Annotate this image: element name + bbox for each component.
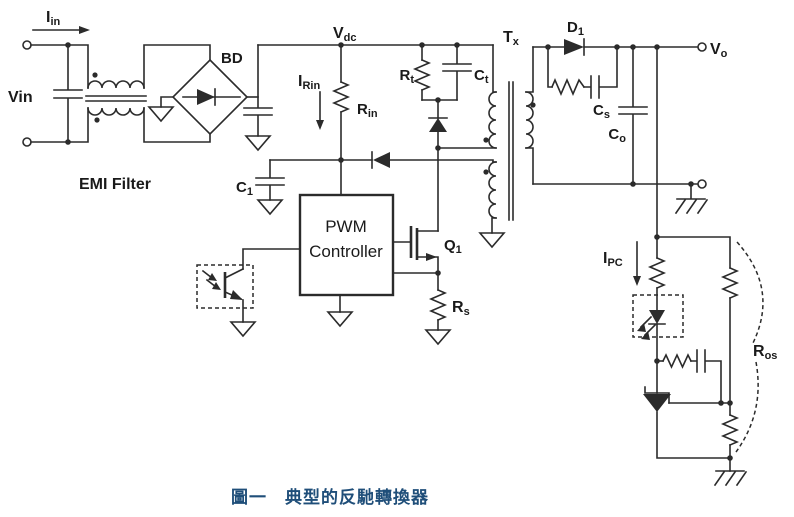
ros-brace-upper [736, 241, 764, 344]
rt-resistor-icon [412, 58, 432, 92]
ros-upper-resistor-icon [720, 266, 740, 300]
ground-opto-icon [229, 321, 257, 338]
input-capacitor [53, 44, 83, 143]
label-tx: Tx [503, 29, 520, 48]
ground-emi-icon [147, 106, 175, 123]
label-irin: IRin [298, 73, 320, 92]
secondary-winding-icon [525, 91, 534, 149]
ground-output-icon [674, 198, 709, 215]
transformer [478, 44, 536, 249]
label-ipc: IPC [603, 250, 623, 269]
label-iin: Iin [46, 9, 61, 28]
choke-phase-dot-bottom [94, 117, 100, 123]
rin-branch [316, 44, 351, 161]
irin-arrow-icon [316, 120, 324, 130]
opto-led-icon [649, 310, 665, 324]
primary-winding-icon [488, 91, 497, 149]
gnd-terminal [697, 179, 707, 189]
ground-c1-icon [256, 199, 284, 216]
light-out-arrow2-icon [641, 331, 650, 340]
label-rin: Rin [357, 101, 378, 120]
ipc-arrow-icon [633, 276, 641, 286]
tl431-regulator-icon [643, 394, 671, 412]
pwm-controller: PWM Controller [242, 159, 395, 328]
choke-core [85, 95, 147, 102]
figure-caption: 圖一 典型的反馳轉換器 [231, 487, 429, 507]
comp-resistor-icon [661, 353, 693, 369]
pwm-label-line1: PWM [325, 217, 367, 236]
rs-resistor-icon [428, 288, 448, 322]
label-cs: Cs [593, 102, 610, 121]
snubber-resistor-icon [550, 77, 586, 97]
d1-diode-icon [564, 39, 584, 55]
light-in-arrow2-icon [212, 282, 221, 290]
vcc-line [269, 151, 494, 169]
light-in-arrow-icon [208, 273, 217, 281]
iin-current-arrow [32, 26, 90, 34]
feedback-network [632, 46, 764, 487]
pwm-label-line2: Controller [309, 242, 383, 261]
primary-phase-dot [483, 137, 489, 143]
secondary-ground-rail [532, 179, 709, 215]
input-terminal-bottom [22, 137, 32, 147]
vo-terminal [697, 42, 707, 52]
label-ros: Ros [753, 343, 777, 362]
transformer-core [508, 81, 514, 221]
secondary-phase-dot [530, 102, 536, 108]
emitter-arrow-icon [230, 290, 243, 300]
rs-branch [424, 272, 452, 346]
label-rt: Rt [399, 67, 414, 86]
label-vo: Vo [710, 41, 728, 60]
source-arrow-icon [426, 253, 437, 261]
bridge-rectifier [147, 58, 259, 136]
label-q1: Q1 [444, 237, 462, 256]
rin-resistor-icon [331, 80, 351, 114]
aux-diode-icon [373, 152, 390, 168]
light-out-arrow-icon [637, 323, 646, 332]
choke-phase-dot-top [92, 72, 98, 78]
c1-capacitor [255, 159, 285, 216]
label-rs: Rs [452, 299, 470, 318]
label-emi-filter: EMI Filter [79, 176, 151, 193]
common-mode-choke [30, 44, 211, 143]
label-bd: BD [221, 50, 243, 67]
ipc-resistor-icon [647, 256, 667, 290]
label-vdc: Vdc [333, 25, 357, 44]
label-d1: D1 [567, 19, 584, 38]
ground-pwm-icon [326, 311, 354, 328]
snubber-network [547, 46, 618, 99]
ground-feedback-icon [713, 470, 748, 487]
clamp-diode-icon [429, 118, 447, 132]
mosfet-q1 [392, 226, 439, 274]
ground-rs-icon [424, 329, 452, 346]
bulk-capacitor [243, 44, 273, 152]
input-terminal-top [22, 40, 32, 50]
label-co: Co [608, 126, 626, 145]
junction-dots [65, 42, 733, 461]
label-c1: C1 [236, 179, 253, 198]
bridge-diode-icon [197, 89, 215, 105]
aux-phase-dot [483, 169, 489, 175]
ground-bulk-icon [244, 135, 272, 152]
ros-lower-resistor-icon [720, 413, 740, 447]
optocoupler-phototransistor [196, 264, 257, 338]
optocoupler-led-box [632, 294, 684, 338]
label-ct: Ct [474, 67, 489, 86]
ros-brace-lower [735, 361, 759, 453]
pwm-controller-box [298, 193, 395, 297]
label-vin: Vin [8, 89, 33, 106]
output-capacitor [618, 46, 648, 185]
ground-aux-icon [478, 232, 506, 249]
aux-winding-icon [488, 161, 497, 219]
